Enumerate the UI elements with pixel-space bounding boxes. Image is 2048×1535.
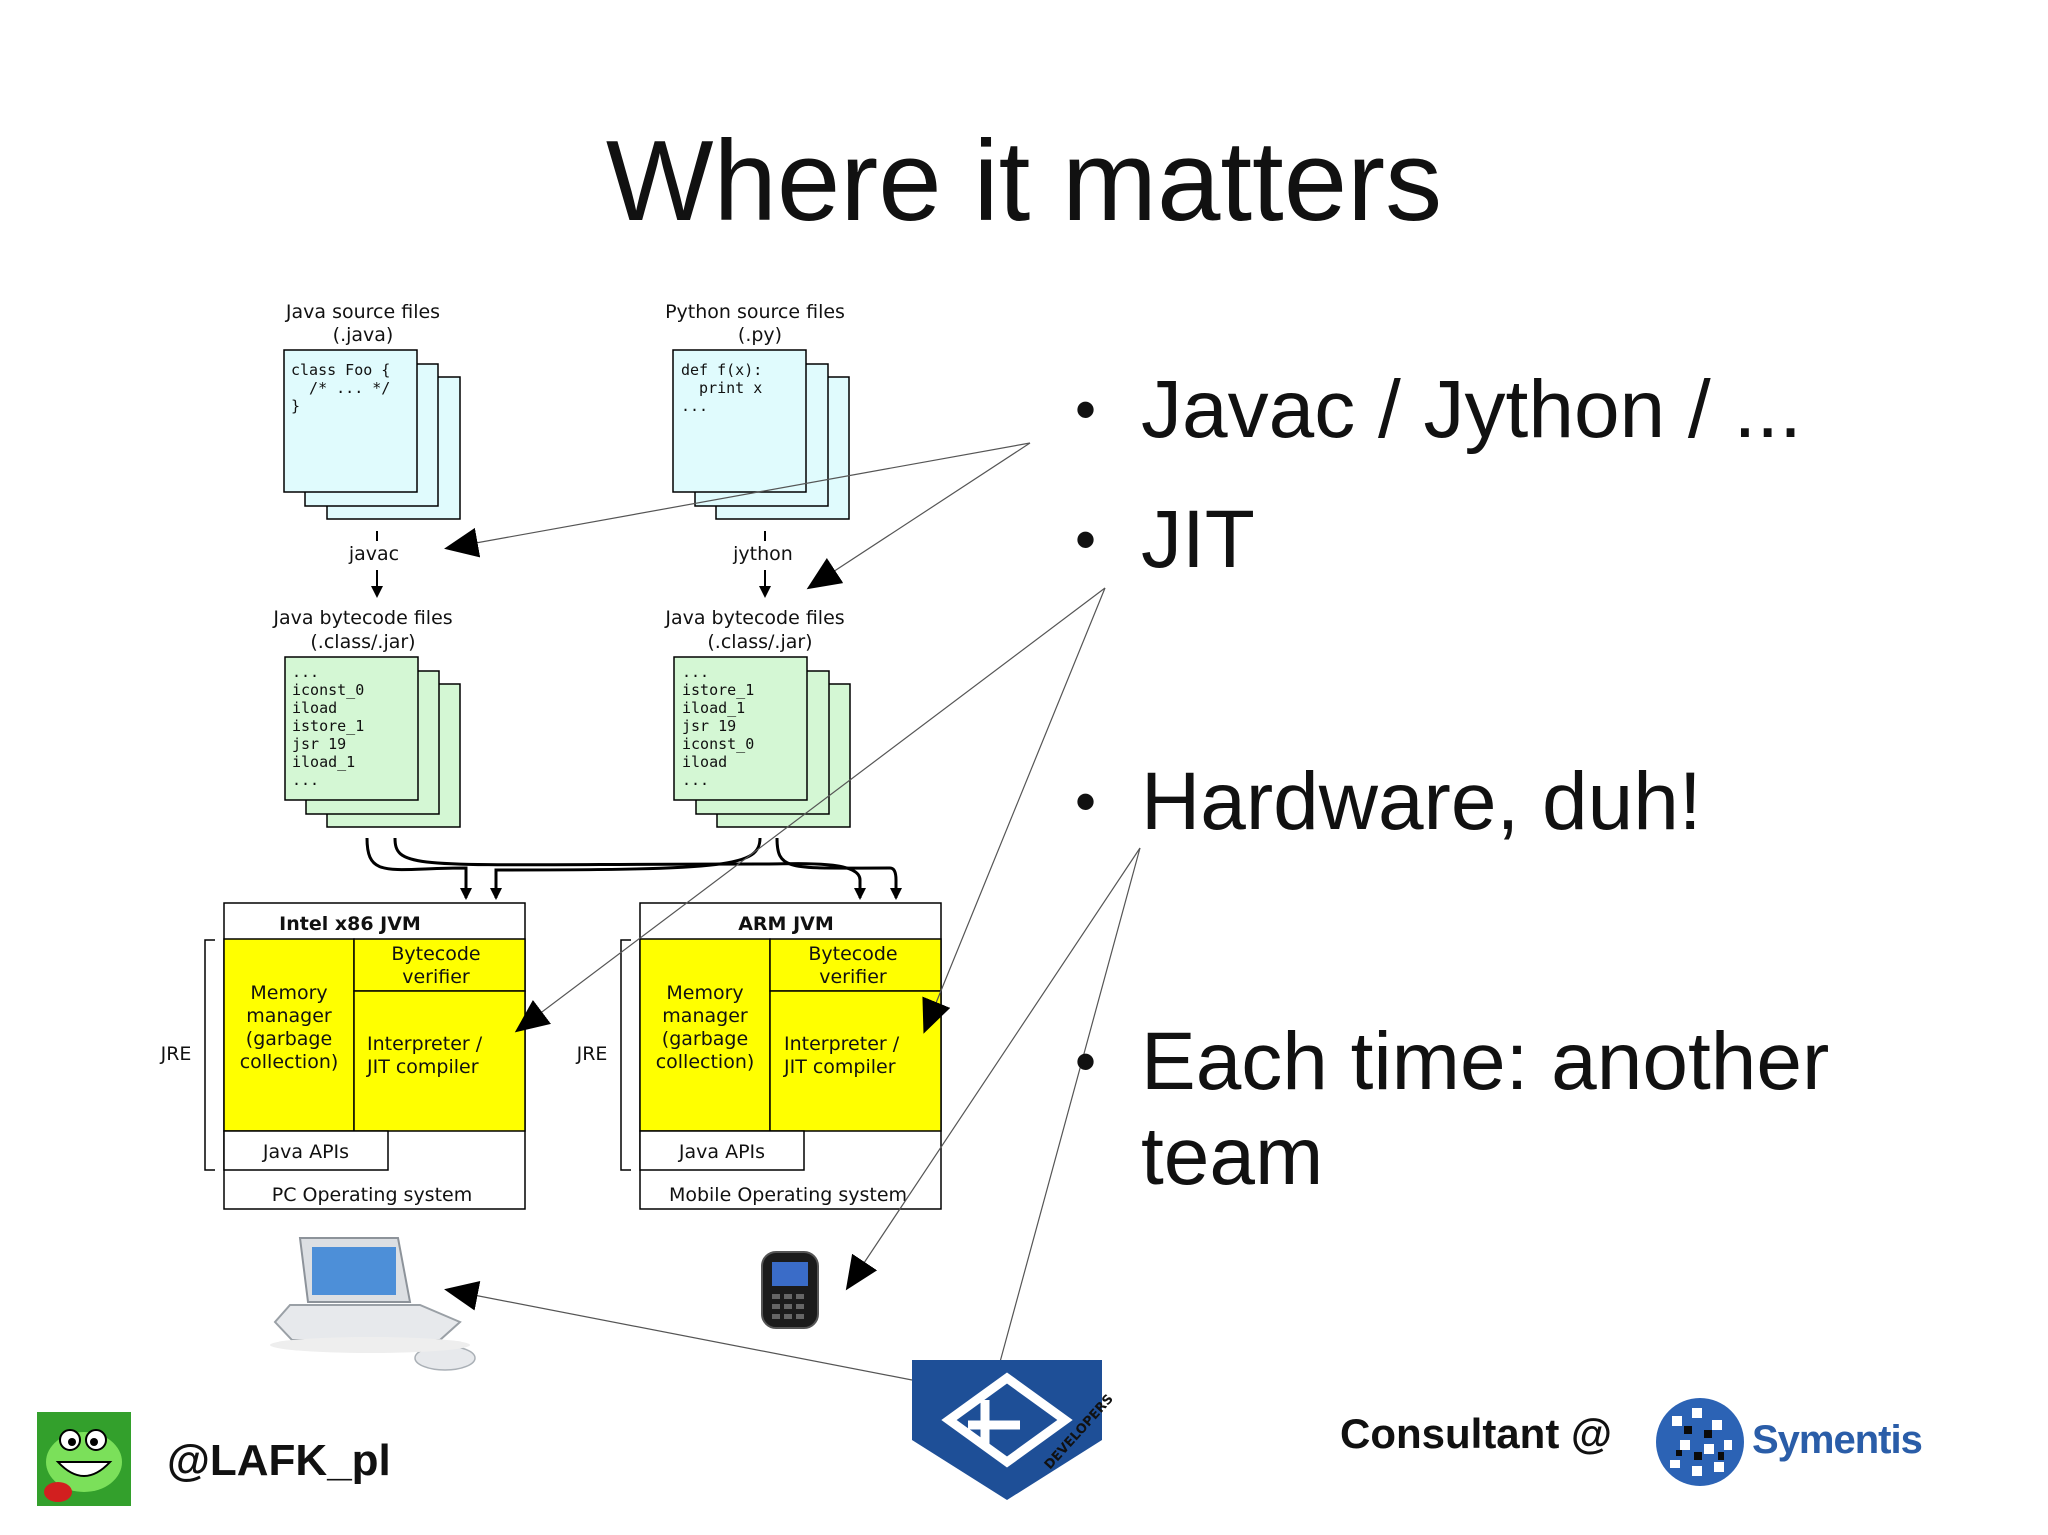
jvm-arm: ARM JVM Bytecode verifier Memory manager… xyxy=(576,902,942,1210)
bytecode-label: Java bytecode files xyxy=(272,607,452,629)
jvm-title: Intel x86 JVM xyxy=(279,913,421,935)
bytecode-line: iconst_0 xyxy=(682,735,754,753)
memory-label: collection) xyxy=(240,1051,339,1073)
interpreter-label: Interpreter / xyxy=(784,1033,900,1055)
bytecode-line: iload_1 xyxy=(682,699,745,717)
memory-label: collection) xyxy=(656,1051,755,1073)
java-code-line: class Foo { xyxy=(291,361,390,379)
java-code-line: } xyxy=(291,397,300,415)
twitter-handle: @LAFK_pl xyxy=(167,1436,391,1485)
bytecode-ext: (.class/.jar) xyxy=(707,631,812,653)
bytecode-line: iconst_0 xyxy=(292,681,364,699)
4developers-logo-icon: DEVELOPERS xyxy=(912,1360,1117,1500)
bytecode-line: istore_1 xyxy=(682,681,754,699)
memory-label: manager xyxy=(246,1005,332,1027)
bullet-text: Each time: another team xyxy=(1141,1016,1830,1202)
verifier-label: verifier xyxy=(819,966,887,988)
bytecode-line: iload_1 xyxy=(292,753,355,771)
bytecode-line: iload xyxy=(682,753,727,771)
bytecode-ext: (.class/.jar) xyxy=(310,631,415,653)
bytecode-line: ... xyxy=(682,663,709,681)
annotation-arrows xyxy=(444,442,1141,1381)
java-apis-label: Java APIs xyxy=(262,1141,349,1163)
bullet-dot-icon: • xyxy=(1075,1028,1097,1095)
java-source-files: Java source files (.java) class Foo { /*… xyxy=(283,301,461,520)
interpreter-label: Interpreter / xyxy=(367,1033,483,1055)
python-source-files: Python source files (.py) def f(x): prin… xyxy=(665,301,850,520)
verifier-label: Bytecode xyxy=(808,943,897,965)
bullet-text: JIT xyxy=(1141,494,1255,585)
mascot-icon xyxy=(37,1412,131,1506)
bullet-text: Javac / Jython / ... xyxy=(1141,364,1802,455)
bytecode-line: jsr 19 xyxy=(292,735,346,753)
bytecode-line: ... xyxy=(292,663,319,681)
bytecode-line: iload xyxy=(292,699,337,717)
jvm-title: ARM JVM xyxy=(738,913,834,935)
verifier-label: verifier xyxy=(402,966,470,988)
python-code-line: def f(x): xyxy=(681,361,762,379)
java-source-ext: (.java) xyxy=(333,324,394,346)
java-bytecode-files-left: Java bytecode files (.class/.jar) ... ic… xyxy=(272,607,461,828)
python-code-line: print x xyxy=(681,379,762,397)
jre-label: JRE xyxy=(160,1043,192,1065)
interpreter-label: JIT compiler xyxy=(366,1056,479,1078)
bytecode-line: jsr 19 xyxy=(682,717,736,735)
bullet-dot-icon: • xyxy=(1075,376,1097,443)
os-label: Mobile Operating system xyxy=(669,1184,907,1206)
memory-label: (garbage xyxy=(662,1028,748,1050)
symentis-globe-icon xyxy=(1656,1398,1744,1486)
bullet-dot-icon: • xyxy=(1075,768,1097,835)
memory-label: Memory xyxy=(666,982,743,1004)
verifier-label: Bytecode xyxy=(391,943,480,965)
consultant-label: Consultant @ xyxy=(1340,1410,1612,1457)
jython-label: jython xyxy=(732,543,793,565)
bytecode-line: ... xyxy=(682,771,709,789)
memory-label: Memory xyxy=(250,982,327,1004)
java-code-line: /* ... */ xyxy=(291,379,390,397)
jre-label: JRE xyxy=(576,1043,608,1065)
java-source-label: Java source files xyxy=(285,301,440,323)
bullet-dot-icon: • xyxy=(1075,506,1097,573)
laptop-icon xyxy=(270,1237,476,1371)
bytecode-line: istore_1 xyxy=(292,717,364,735)
java-apis-label: Java APIs xyxy=(678,1141,765,1163)
phone-icon xyxy=(761,1251,819,1329)
python-code-line: ... xyxy=(681,397,708,415)
python-source-label: Python source files xyxy=(665,301,845,323)
bullet-text: Hardware, duh! xyxy=(1141,756,1702,847)
java-bytecode-files-right: Java bytecode files (.class/.jar) ... is… xyxy=(664,607,851,828)
bytecode-label: Java bytecode files xyxy=(664,607,844,629)
os-label: PC Operating system xyxy=(272,1184,472,1206)
javac-label: javac xyxy=(348,543,399,565)
slide-title: Where it matters xyxy=(605,118,1443,245)
memory-label: manager xyxy=(662,1005,748,1027)
memory-label: (garbage xyxy=(246,1028,332,1050)
company-name: Symentis xyxy=(1752,1418,1923,1462)
jvm-intel-x86: Intel x86 JVM Bytecode verifier Memory m… xyxy=(160,902,526,1210)
interpreter-label: JIT compiler xyxy=(783,1056,896,1078)
bytecode-line: ... xyxy=(292,771,319,789)
python-source-ext: (.py) xyxy=(738,324,782,346)
